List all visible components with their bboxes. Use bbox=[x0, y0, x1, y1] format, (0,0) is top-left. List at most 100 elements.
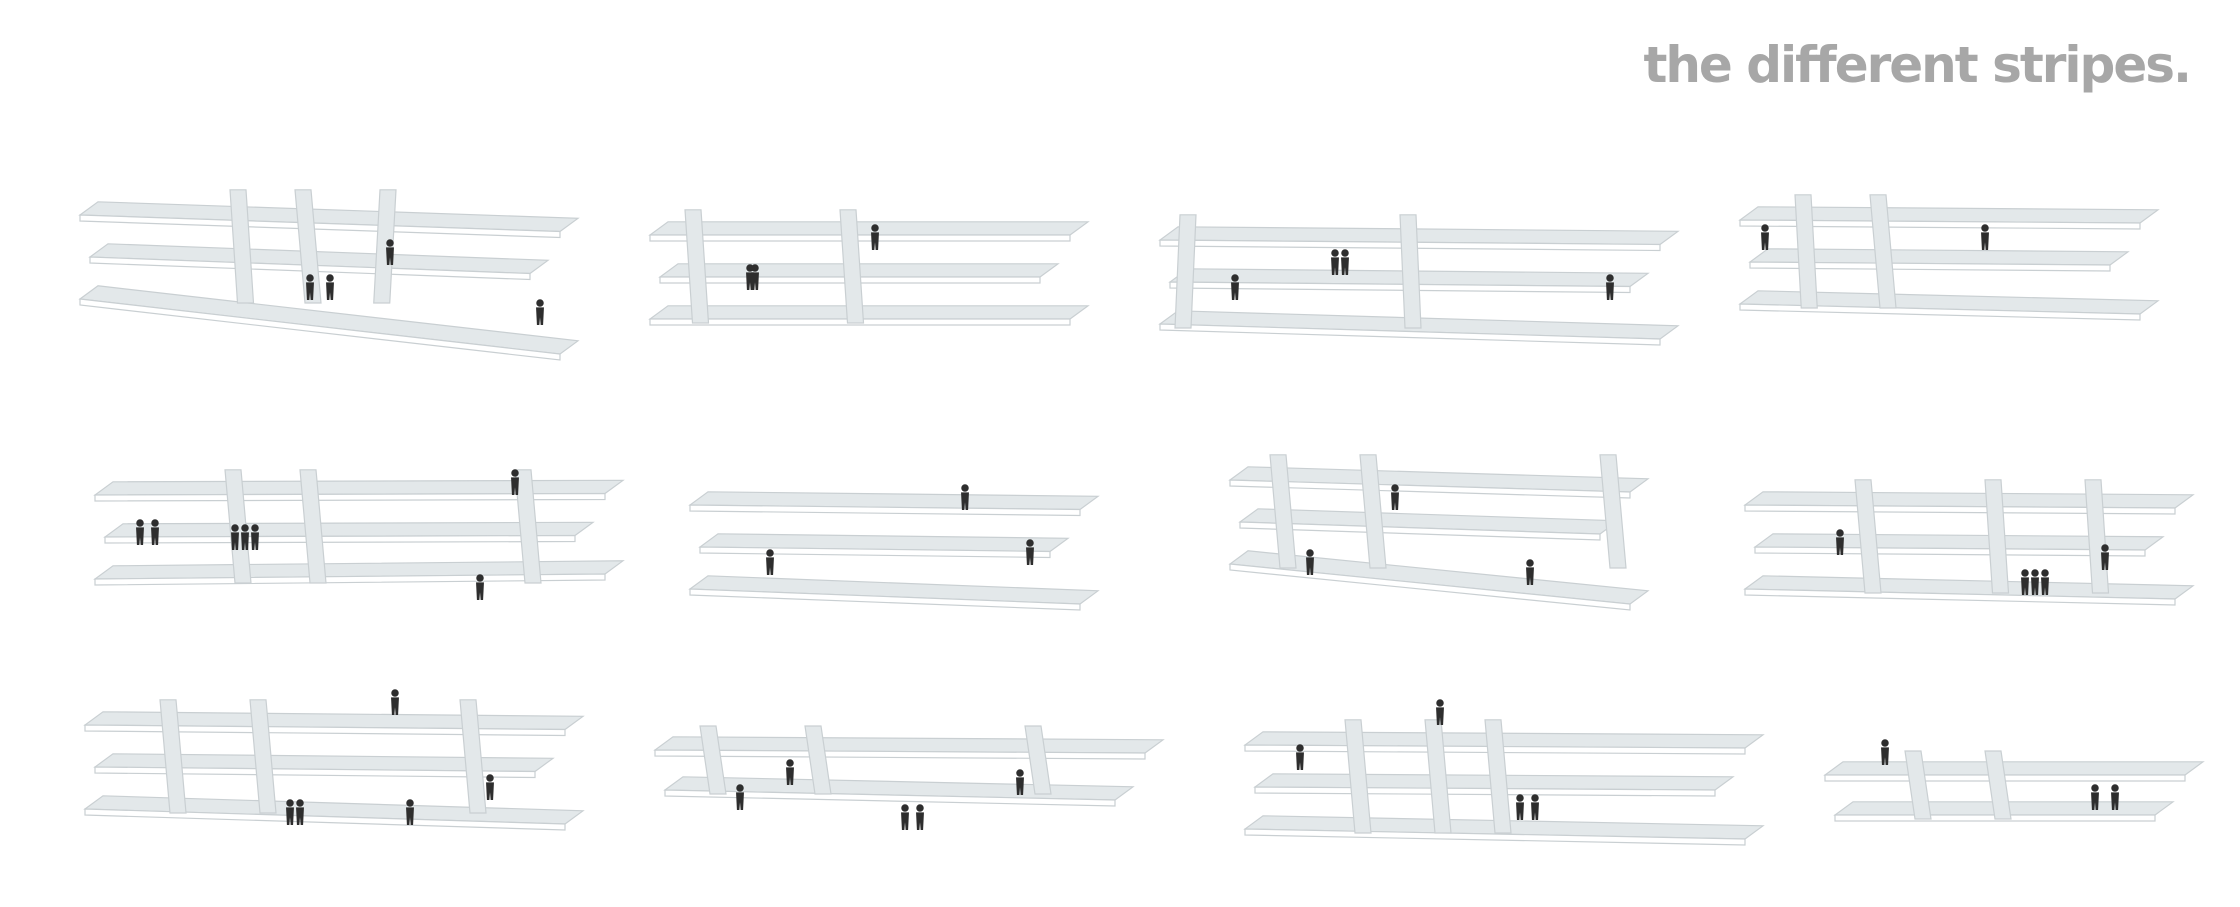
wall bbox=[1854, 479, 1882, 594]
person-figure bbox=[871, 224, 879, 250]
stripe-model-9 bbox=[83, 689, 585, 831]
wall bbox=[159, 699, 187, 814]
slab-edge bbox=[654, 749, 1146, 760]
wall bbox=[229, 189, 255, 304]
person-figure bbox=[751, 264, 759, 290]
person-figure bbox=[1516, 794, 1524, 820]
wall bbox=[1024, 725, 1052, 795]
person-figure bbox=[391, 689, 399, 715]
person-figure bbox=[1296, 744, 1304, 770]
person-figure bbox=[1981, 224, 1989, 250]
person-figure bbox=[151, 519, 159, 545]
slab-edge bbox=[1159, 323, 1661, 346]
slab-edge bbox=[1749, 261, 2111, 272]
slab-edge bbox=[84, 724, 566, 737]
person-figure bbox=[736, 784, 744, 810]
person-figure bbox=[511, 469, 519, 495]
person-figure bbox=[1761, 224, 1769, 250]
person-figure bbox=[286, 799, 294, 825]
stripe-model-2 bbox=[648, 209, 1090, 326]
slab-edge bbox=[664, 789, 1116, 807]
wall bbox=[1904, 750, 1932, 820]
person-figure bbox=[901, 804, 909, 830]
person-figure bbox=[296, 799, 304, 825]
person-figure bbox=[386, 239, 394, 265]
wall bbox=[1359, 454, 1387, 569]
stripe-model-5 bbox=[93, 469, 625, 600]
stripe-model-10 bbox=[653, 725, 1165, 830]
wall bbox=[1599, 454, 1627, 569]
slab-edge bbox=[689, 588, 1081, 611]
slab-top bbox=[648, 305, 1090, 320]
slab-edge bbox=[79, 298, 561, 361]
slab-edge bbox=[1739, 303, 2141, 321]
slab-edge bbox=[1744, 588, 2176, 606]
person-figure bbox=[766, 549, 774, 575]
wall bbox=[1399, 214, 1422, 329]
person-figure bbox=[1391, 484, 1399, 510]
stripe-model-8 bbox=[1743, 479, 2195, 606]
stripe-model-6 bbox=[688, 484, 1100, 611]
wall bbox=[839, 209, 865, 324]
stripe-model-1 bbox=[78, 189, 580, 361]
slab-top bbox=[93, 479, 625, 496]
person-figure bbox=[486, 774, 494, 800]
person-figure bbox=[536, 299, 544, 325]
page-title: the different stripes. bbox=[1643, 36, 2192, 94]
stripe-model-12 bbox=[1823, 739, 2205, 822]
wall bbox=[1984, 479, 2010, 594]
wall bbox=[1984, 750, 2012, 820]
person-figure bbox=[1836, 529, 1844, 555]
person-figure bbox=[231, 524, 239, 550]
wall bbox=[1269, 454, 1297, 569]
person-figure bbox=[2111, 784, 2119, 810]
slab-edge bbox=[1169, 281, 1631, 294]
wall bbox=[1424, 719, 1452, 834]
slab-edge bbox=[94, 492, 606, 502]
slab-edge bbox=[84, 808, 566, 831]
slab-edge bbox=[94, 766, 536, 779]
wall bbox=[1484, 719, 1512, 834]
wall bbox=[684, 209, 710, 324]
person-figure bbox=[2021, 569, 2029, 595]
wall bbox=[299, 469, 327, 584]
wall bbox=[249, 699, 277, 814]
person-figure bbox=[2101, 544, 2109, 570]
wall bbox=[514, 469, 542, 584]
slab-top bbox=[1823, 761, 2205, 776]
slab-edge bbox=[1739, 219, 2141, 230]
slab-edge bbox=[104, 534, 576, 544]
person-figure bbox=[1231, 274, 1239, 300]
person-figure bbox=[251, 524, 259, 550]
wall bbox=[699, 725, 727, 795]
stripe-model-11 bbox=[1243, 699, 1765, 846]
wall bbox=[1794, 194, 1818, 309]
slab-edge bbox=[1254, 786, 1716, 797]
person-figure bbox=[406, 799, 414, 825]
stripe-model-4 bbox=[1738, 194, 2160, 321]
person-figure bbox=[1016, 769, 1024, 795]
slab-edge bbox=[1229, 479, 1631, 499]
person-figure bbox=[1026, 539, 1034, 565]
wall bbox=[294, 189, 322, 304]
slab-edge bbox=[649, 234, 1071, 242]
person-figure bbox=[786, 759, 794, 785]
person-figure bbox=[2091, 784, 2099, 810]
person-figure bbox=[241, 524, 249, 550]
person-figure bbox=[2041, 569, 2049, 595]
person-figure bbox=[136, 519, 144, 545]
person-figure bbox=[961, 484, 969, 510]
person-figure bbox=[1606, 274, 1614, 300]
wall bbox=[804, 725, 832, 795]
person-figure bbox=[1881, 739, 1889, 765]
slab-edge bbox=[699, 546, 1051, 559]
person-figure bbox=[1306, 549, 1314, 575]
wall bbox=[373, 189, 397, 304]
stripe-model-7 bbox=[1228, 454, 1650, 611]
slab-edge bbox=[1744, 504, 2176, 515]
person-figure bbox=[2031, 569, 2039, 595]
person-figure bbox=[1341, 249, 1349, 275]
slab-edge bbox=[1229, 563, 1631, 611]
slab-edge bbox=[1754, 546, 2146, 557]
